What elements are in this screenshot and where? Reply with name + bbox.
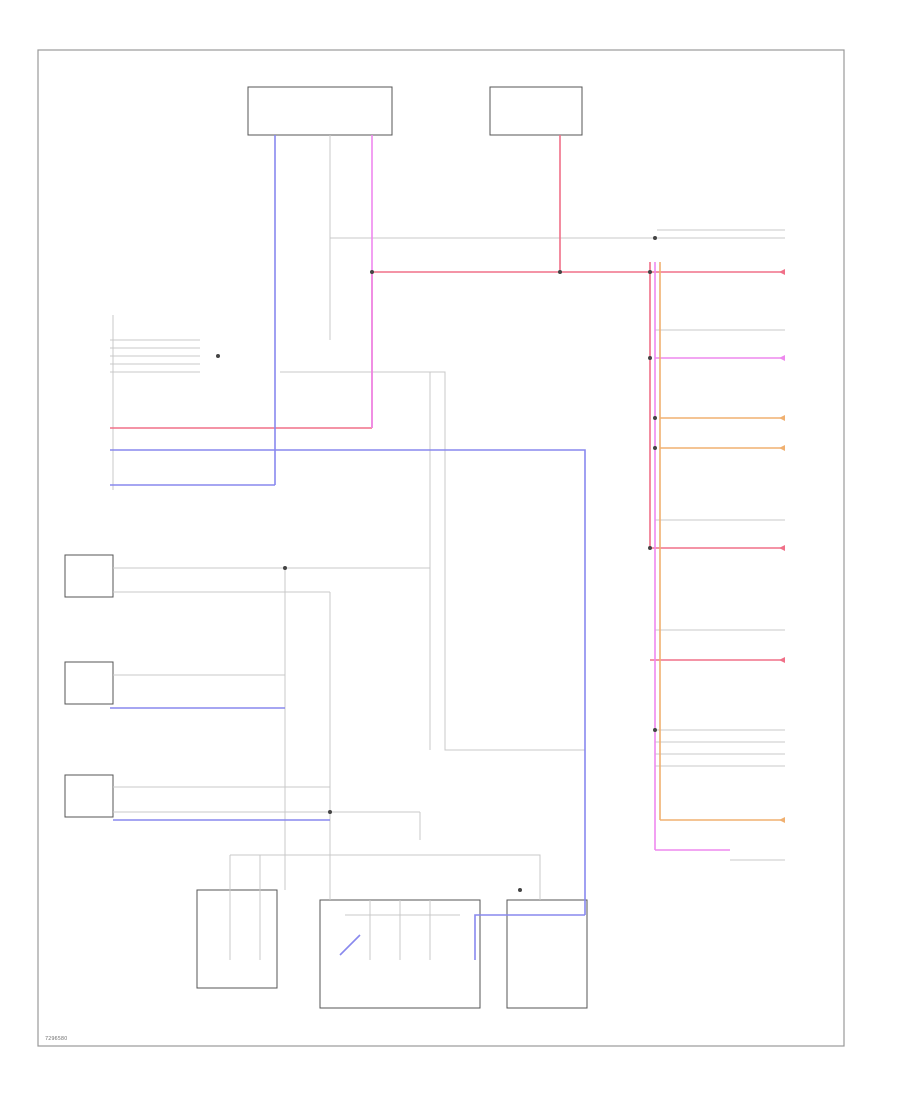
right-connector-arrows [779,269,785,823]
orange-wires [659,262,785,821]
diagram-frame [37,49,845,1047]
top-right-module [489,86,583,136]
red-wires [110,135,785,661]
pink-wires [371,135,785,851]
page-code: 7296580 [45,1036,67,1042]
splice-nodes [216,236,657,892]
bottom-module-left [196,889,278,989]
top-left-module [247,86,393,136]
left-component-3 [64,774,114,818]
blue-wires [110,135,586,960]
bottom-module-right [506,899,588,1009]
left-component-2 [64,661,114,705]
left-component-1 [64,554,114,598]
gray-wires [110,135,785,960]
